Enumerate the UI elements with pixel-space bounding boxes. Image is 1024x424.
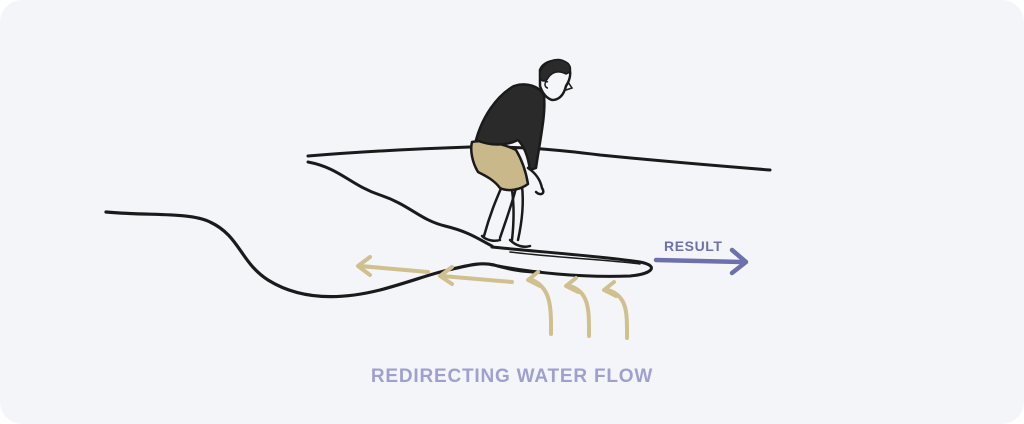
result-label: RESULT	[664, 238, 723, 254]
surfer-shirt	[474, 83, 546, 172]
curved-up-left-arrow-icon	[606, 288, 630, 340]
curved-up-left-arrow-icon	[530, 278, 554, 336]
water-surface-line	[104, 210, 542, 299]
wave-crest-line	[306, 145, 772, 172]
surfer-figure-icon	[470, 58, 574, 248]
flow-arrow-middle	[440, 274, 514, 284]
flow-arrow-left	[358, 264, 430, 274]
surfboard-rail	[509, 251, 641, 265]
water-flow-arrows	[356, 255, 630, 340]
surfer-shorts	[470, 140, 530, 192]
wave-face-line	[306, 160, 494, 248]
right-arrow-icon	[653, 247, 749, 276]
surfboard	[490, 245, 653, 278]
curved-up-left-arrow-icon	[568, 284, 592, 338]
diagram-caption: REDIRECTING WATER FLOW	[370, 366, 654, 387]
